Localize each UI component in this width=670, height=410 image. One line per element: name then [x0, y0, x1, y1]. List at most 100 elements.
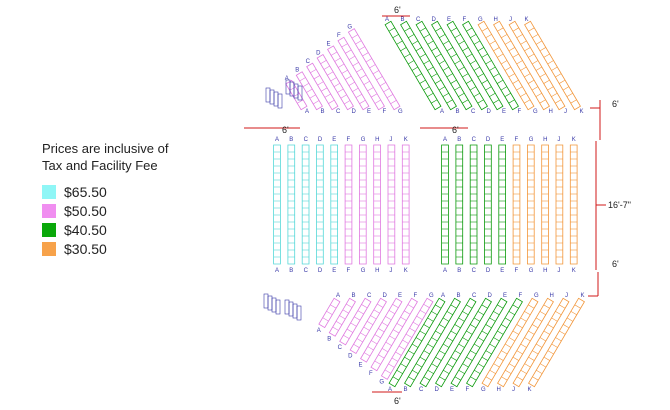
- seat-rows: [263, 20, 585, 388]
- row-label-top: B: [457, 137, 461, 143]
- row-label-bottom: F: [466, 387, 470, 393]
- row-label-bottom: C: [336, 109, 341, 115]
- dimension-lines: 6' 6' 6' 6' 16'-7" 6' 6': [244, 5, 631, 406]
- upper-right-row-H: [493, 20, 550, 111]
- row-label-bottom: B: [404, 387, 408, 393]
- legend-item-40: $40.50: [42, 220, 192, 239]
- row-label-top: J: [565, 293, 568, 299]
- row-label-bottom: E: [502, 109, 506, 115]
- price-label: $50.50: [64, 202, 107, 219]
- row-label-top: J: [389, 137, 392, 143]
- row-label-top: D: [488, 293, 493, 299]
- row-label-top: F: [519, 293, 523, 299]
- swatch-orange: [42, 241, 56, 256]
- row-label-top: C: [367, 293, 372, 299]
- legend-item-50: $50.50: [42, 201, 192, 220]
- upper-left-row-C: [306, 62, 339, 111]
- row-label-bottom: J: [557, 268, 560, 274]
- row-label-top: E: [398, 293, 402, 299]
- center-left-row-H: [373, 144, 381, 265]
- row-label-top: C: [304, 137, 309, 143]
- dim-label-depth: 16'-7": [608, 200, 631, 210]
- row-label-bottom: A: [317, 328, 321, 334]
- row-label-top: H: [543, 137, 547, 143]
- row-label-top: K: [525, 17, 529, 23]
- row-label-top: B: [295, 68, 299, 74]
- row-label-top: F: [515, 137, 519, 143]
- row-label-bottom: E: [367, 109, 371, 115]
- lower-left-row-E: [360, 297, 403, 363]
- dim-label-lower-right: 6': [612, 259, 619, 269]
- row-label-top: J: [557, 137, 560, 143]
- lower-right-row-G: [481, 297, 539, 388]
- center-right-row-A: [441, 144, 449, 265]
- center-left-row-C: [301, 144, 310, 265]
- upper-right-row-B: [400, 20, 457, 111]
- row-label-bottom: B: [327, 336, 331, 342]
- price-label: $40.50: [64, 221, 107, 238]
- swatch-pink: [42, 203, 56, 218]
- lower-right-row-J: [512, 297, 570, 388]
- row-label-top: A: [385, 17, 389, 23]
- accessible-cluster-upper-2: [285, 79, 303, 101]
- row-label-top: D: [432, 17, 437, 23]
- row-label-bottom: K: [572, 268, 576, 274]
- row-label-top: G: [347, 24, 352, 30]
- row-label-top: C: [306, 59, 311, 65]
- center-right-row-H: [541, 144, 549, 265]
- upper-left-row-G: [347, 28, 401, 111]
- row-label-top: K: [572, 137, 576, 143]
- upper-right-row-A: [384, 20, 442, 111]
- row-label-top: E: [500, 137, 504, 143]
- row-label-top: D: [316, 50, 321, 56]
- row-label-top: E: [327, 42, 331, 48]
- upper-right-row-F: [462, 20, 519, 111]
- row-label-top: A: [285, 76, 289, 82]
- row-label-top: C: [472, 293, 477, 299]
- legend-item-30: $30.50: [42, 239, 192, 258]
- dim-label-center-left: 6': [282, 125, 289, 135]
- row-label-top: K: [404, 137, 408, 143]
- row-label-top: H: [494, 17, 498, 23]
- center-right-row-J: [555, 144, 564, 265]
- lower-right-row-B: [404, 297, 461, 388]
- center-right-row-K: [569, 144, 578, 265]
- row-label-top: C: [416, 17, 421, 23]
- center-left-row-B: [287, 144, 296, 265]
- upper-right-row-C: [415, 20, 473, 111]
- row-label-bottom: D: [487, 109, 492, 115]
- row-label-bottom: F: [515, 268, 519, 274]
- row-label-top: D: [318, 137, 323, 143]
- row-label-bottom: H: [375, 268, 379, 274]
- lower-left-row-D: [349, 297, 387, 354]
- row-label-bottom: H: [497, 387, 501, 393]
- row-label-bottom: F: [347, 268, 351, 274]
- row-label-top: D: [486, 137, 491, 143]
- dim-label-bottom: 6': [394, 396, 401, 406]
- upper-left-row-D: [316, 54, 354, 111]
- price-label: $65.50: [64, 183, 107, 200]
- upper-left-row-A: [285, 79, 308, 111]
- row-label-bottom: G: [398, 109, 403, 115]
- row-label-top: E: [503, 293, 507, 299]
- upper-right-row-E: [446, 20, 504, 111]
- accessible-cluster-lower-2: [284, 299, 302, 321]
- lower-left-row-F: [370, 297, 418, 372]
- lower-right-row-K: [528, 297, 585, 388]
- center-left-row-J: [387, 144, 396, 265]
- row-label-bottom: E: [450, 387, 454, 393]
- row-label-top: A: [336, 293, 340, 299]
- row-label-top: C: [472, 137, 477, 143]
- row-label-top: E: [447, 17, 451, 23]
- row-label-bottom: D: [435, 387, 440, 393]
- row-label-bottom: E: [332, 268, 336, 274]
- lower-right-row-A: [388, 297, 446, 388]
- row-label-top: A: [441, 293, 445, 299]
- row-label-top: B: [457, 293, 461, 299]
- upper-right-row-D: [431, 20, 488, 111]
- dim-label-center-aisle: 6': [452, 125, 459, 135]
- row-label-top: F: [347, 137, 351, 143]
- row-label-top: A: [443, 137, 447, 143]
- row-label-top: K: [581, 293, 585, 299]
- center-left-row-K: [401, 144, 410, 265]
